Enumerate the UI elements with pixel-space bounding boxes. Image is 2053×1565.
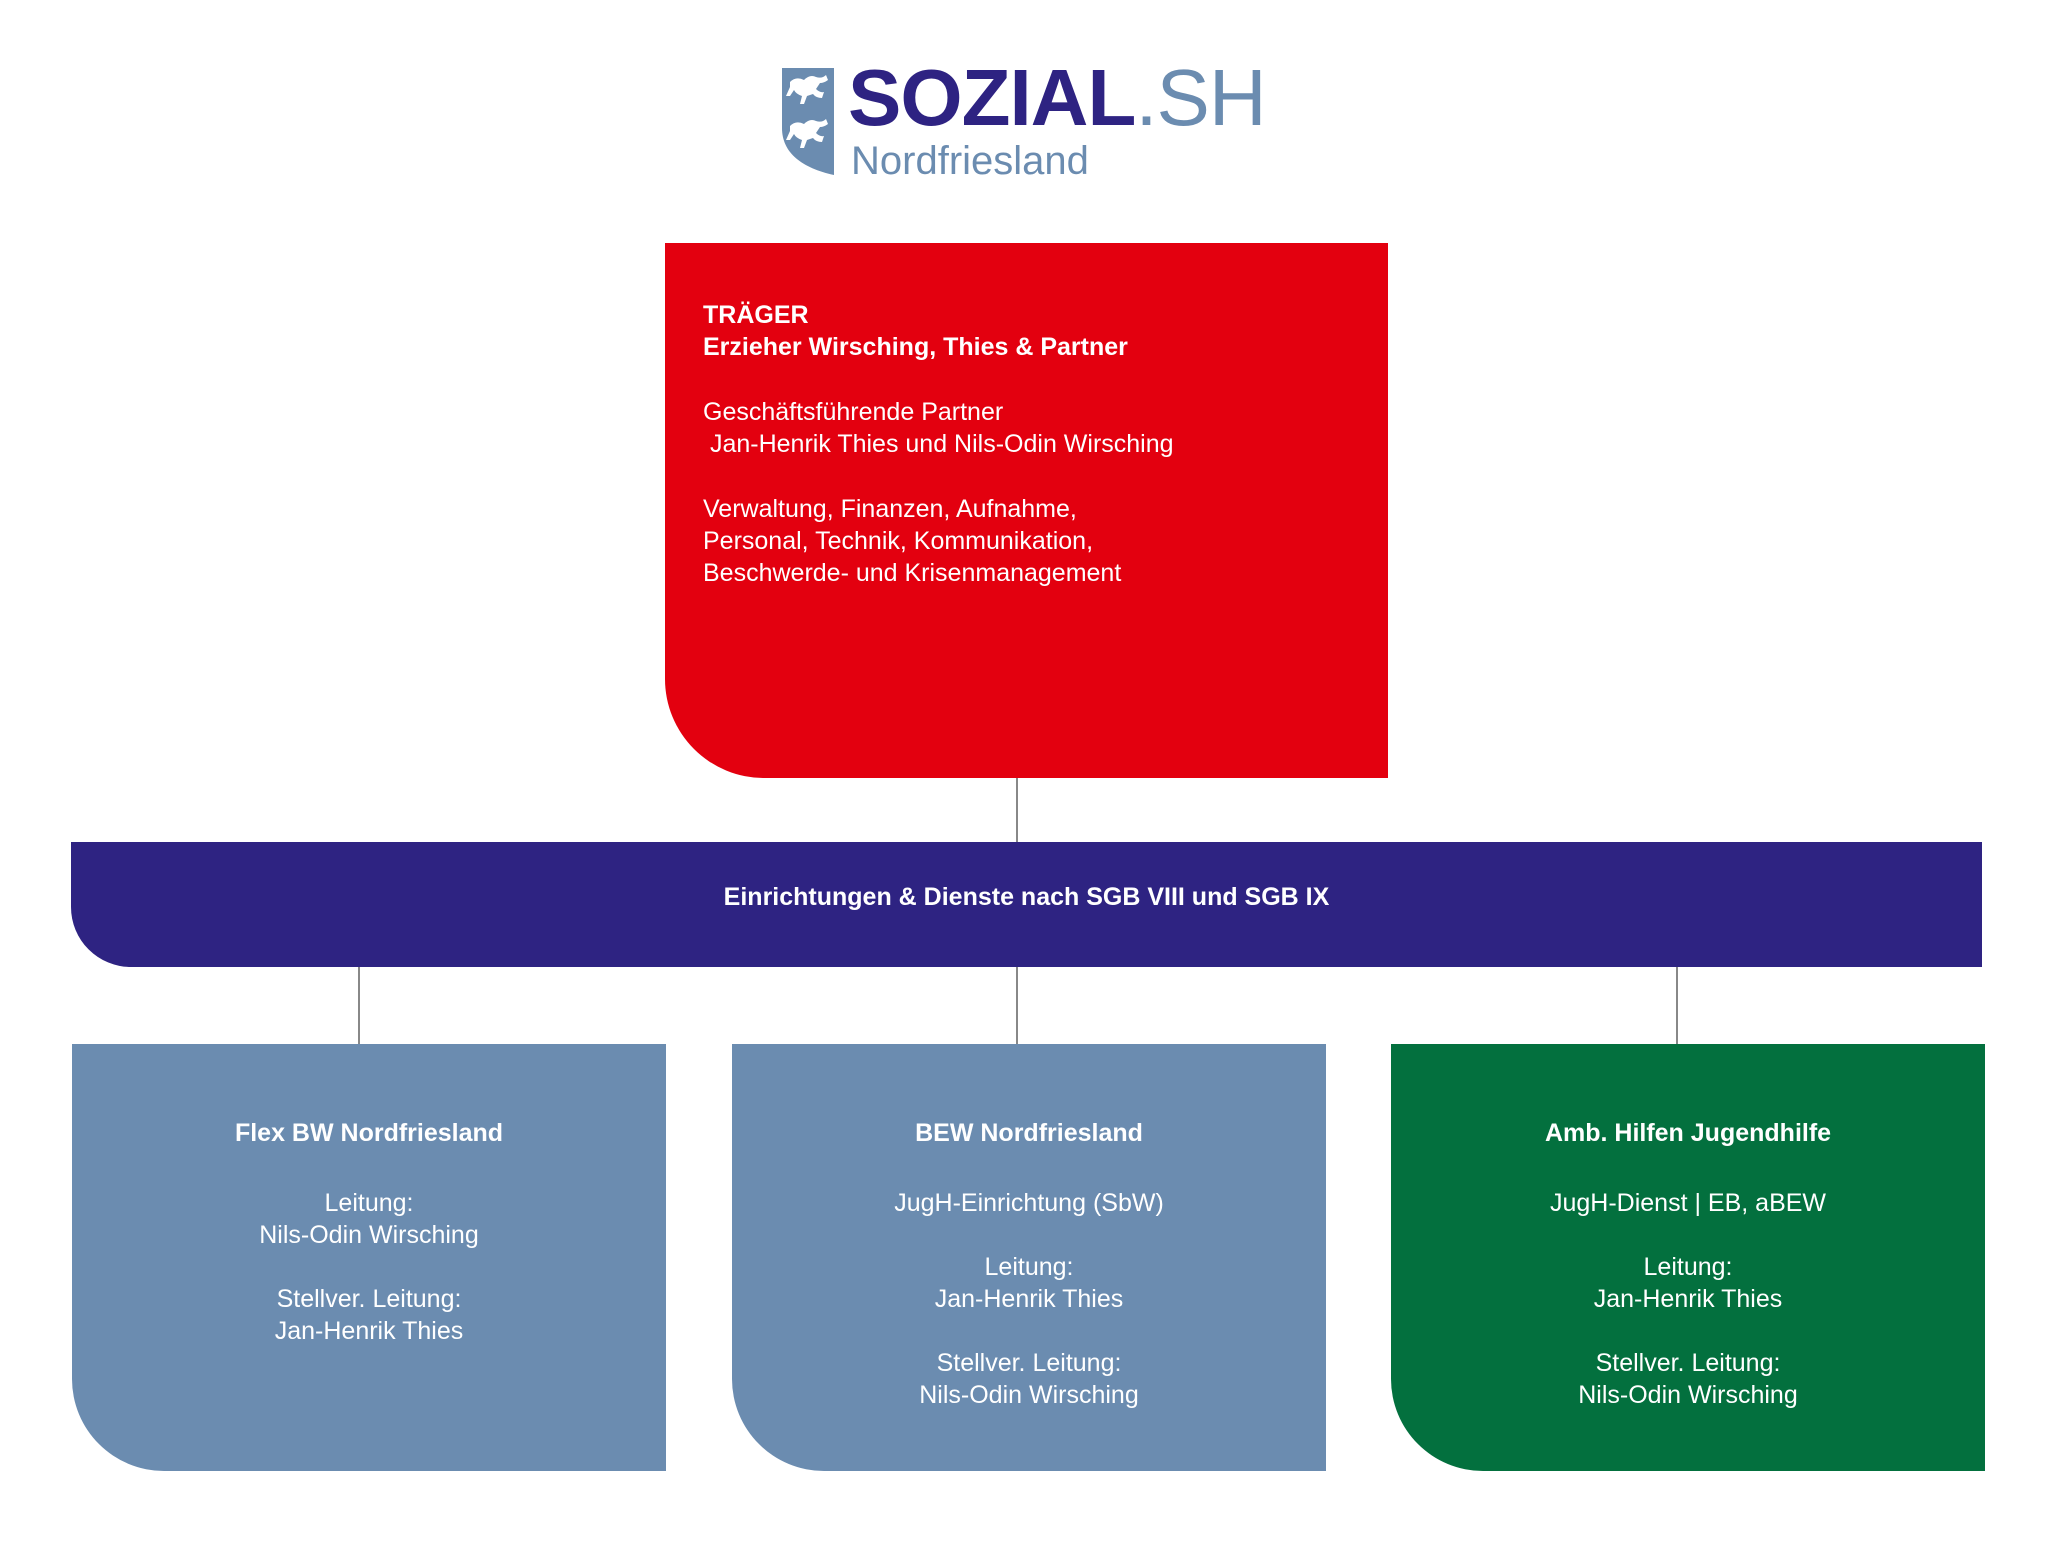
coat-of-arms-icon bbox=[782, 68, 834, 175]
task-line: Verwaltung, Finanzen, Aufnahme, bbox=[703, 495, 1077, 523]
deputy-label: Stellver. Leitung: bbox=[1595, 1349, 1781, 1377]
unit-box-flex-bw: Flex BW Nordfriesland Leitung: Nils-Odin … bbox=[72, 1044, 666, 1471]
unit-title: BEW Nordfriesland bbox=[915, 1119, 1143, 1147]
logo-brand: SOZIAL bbox=[848, 53, 1136, 142]
connector-line bbox=[1676, 967, 1678, 1044]
deputy-name: Nils-Odin Wirsching bbox=[919, 1381, 1139, 1409]
connector-line bbox=[1016, 967, 1018, 1044]
logo-region: Nordfriesland bbox=[851, 139, 1089, 183]
logo-suffix: .SH bbox=[1135, 53, 1266, 142]
lead-label: Leitung: bbox=[984, 1253, 1074, 1281]
partners-names: Jan-Henrik Thies und Nils-Odin Wirsching bbox=[703, 430, 1174, 458]
unit-title: Flex BW Nordfriesland bbox=[234, 1119, 504, 1147]
deputy-label: Stellver. Leitung: bbox=[936, 1349, 1122, 1377]
task-line: Personal, Technik, Kommunikation, bbox=[703, 527, 1094, 555]
unit-title: Amb. Hilfen Jugendhilfe bbox=[1544, 1119, 1832, 1147]
lead-name: Jan-Henrik Thies bbox=[934, 1285, 1124, 1313]
deputy-name: Nils-Odin Wirsching bbox=[1578, 1381, 1798, 1409]
lead-name: Jan-Henrik Thies bbox=[1593, 1285, 1783, 1313]
deputy-name: Jan-Henrik Thies bbox=[274, 1317, 464, 1345]
lead-name: Nils-Odin Wirsching bbox=[259, 1221, 479, 1249]
connector-line bbox=[358, 967, 360, 1044]
unit-subtitle: JugH-Dienst | EB, aBEW bbox=[1549, 1189, 1827, 1217]
unit-subtitle: JugH-Einrichtung (SbW) bbox=[894, 1189, 1164, 1217]
traeger-box: TRÄGER Erzieher Wirsching, Thies & Partne… bbox=[665, 243, 1388, 778]
task-line: Beschwerde- und Krisenmanagement bbox=[703, 559, 1122, 587]
traeger-heading: TRÄGER bbox=[703, 301, 809, 329]
lead-label: Leitung: bbox=[1643, 1253, 1733, 1281]
connector-line bbox=[1016, 778, 1018, 842]
lead-label: Leitung: bbox=[324, 1189, 414, 1217]
partners-label: Geschäftsführende Partner bbox=[703, 398, 1004, 426]
logo-wordmark: SOZIAL.SH bbox=[848, 58, 1267, 138]
services-bar: Einrichtungen & Dienste nach SGB VIII un… bbox=[71, 842, 1982, 967]
traeger-name: Erzieher Wirsching, Thies & Partner bbox=[703, 333, 1128, 361]
unit-box-amb-hilfen: Amb. Hilfen Jugendhilfe JugH-Dienst | EB… bbox=[1391, 1044, 1985, 1471]
unit-box-bew: BEW Nordfriesland JugH-Einrichtung (SbW)… bbox=[732, 1044, 1326, 1471]
deputy-label: Stellver. Leitung: bbox=[276, 1285, 462, 1313]
